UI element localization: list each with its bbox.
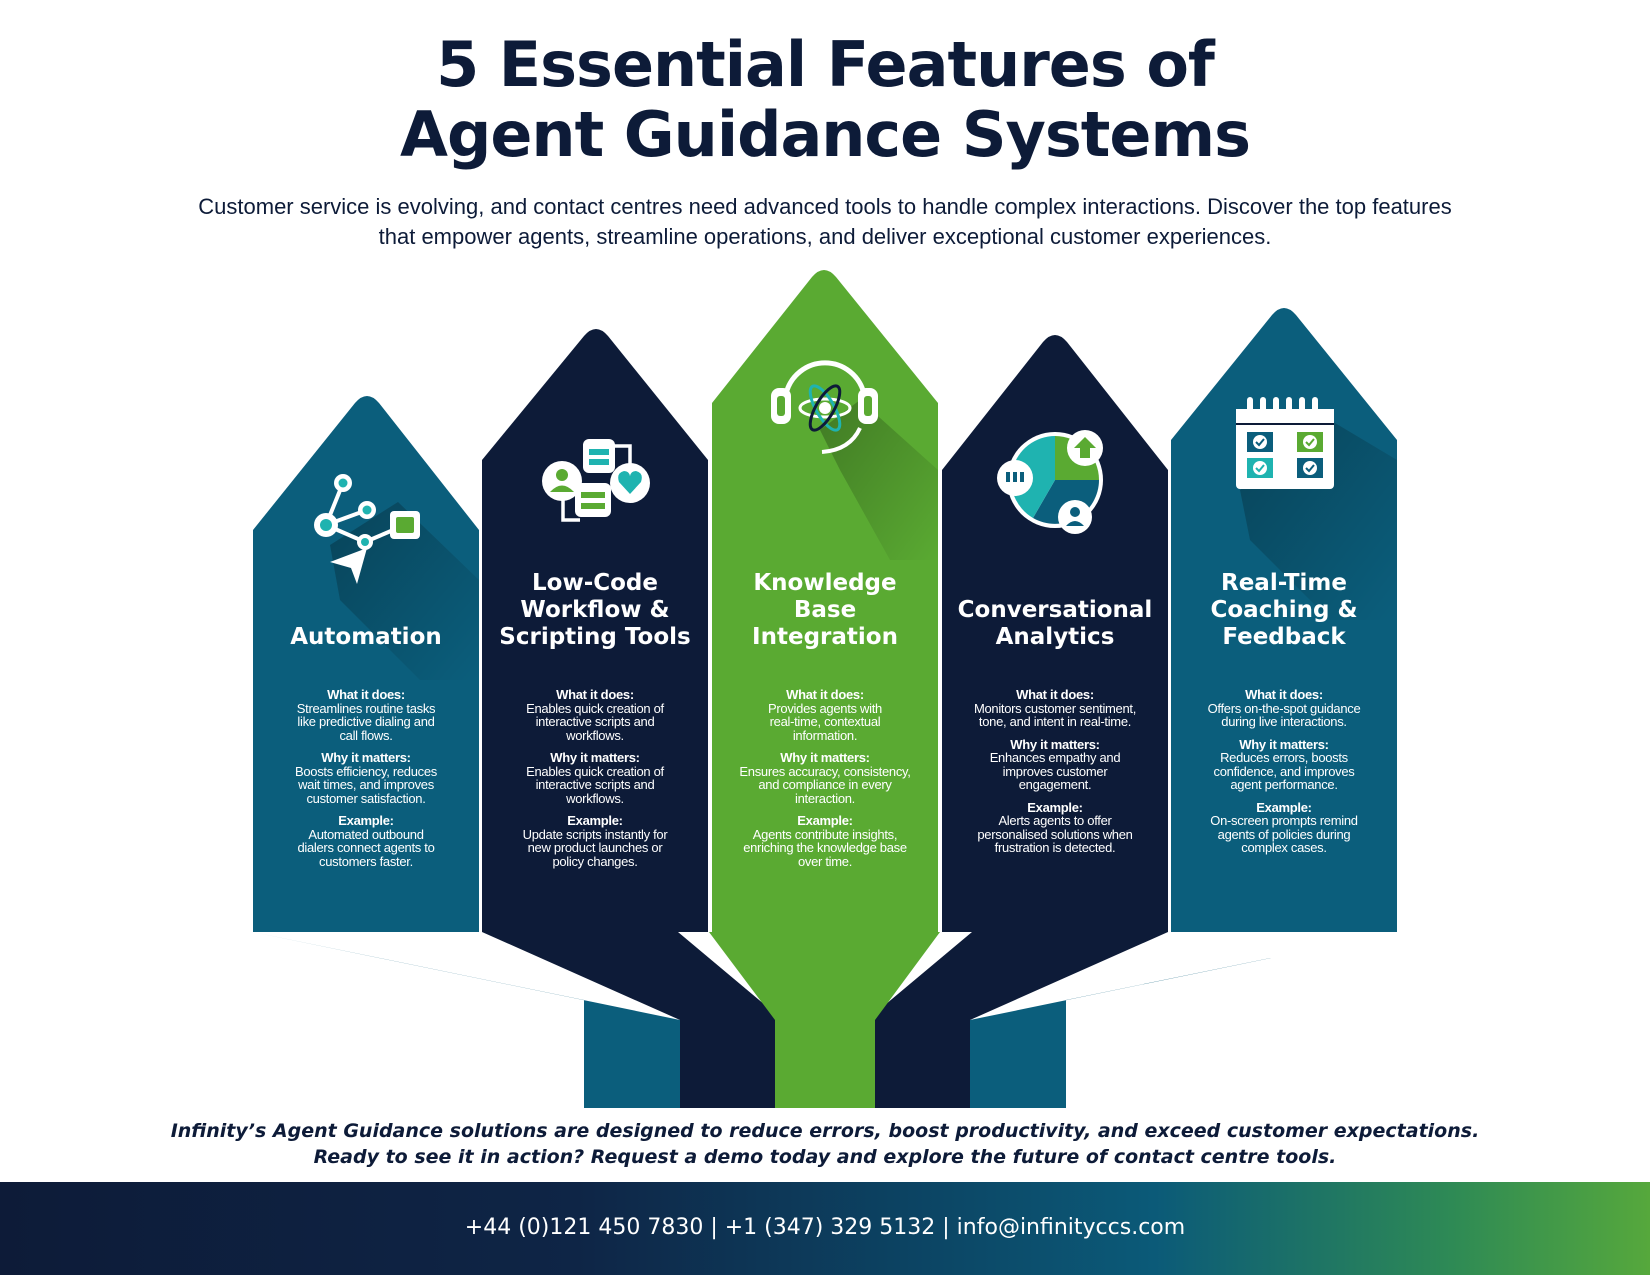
feature-description: What it does: Monitors customer sentimen… (973, 687, 1137, 855)
intro-line-2: that empower agents, streamline operatio… (378, 224, 1272, 249)
feature-arrow-lowcode (482, 329, 708, 932)
feature-title: Real-Time Coaching & Feedback (1210, 570, 1358, 650)
intro-text: Customer service is evolving, and contac… (120, 192, 1530, 252)
closing-line-1: Infinity’s Agent Guidance solutions are … (170, 1120, 1480, 1142)
calendar-check-icon (1236, 397, 1334, 489)
pie-analytics-icon (997, 430, 1103, 534)
feature-title: Low-Code Workflow & Scripting Tools (499, 570, 691, 650)
feature-title: Automation (290, 624, 442, 650)
intro-line-1: Customer service is evolving, and contac… (198, 194, 1452, 219)
contact-info[interactable]: +44 (0)121 450 7830 | +1 (347) 329 5132 … (464, 1215, 1186, 1240)
funnel-base (253, 932, 1397, 1108)
page-title: 5 Essential Features of Agent Guidance S… (0, 30, 1650, 170)
feature-title: Knowledge Base Integration (752, 570, 898, 650)
title-line-1: 5 Essential Features of (436, 28, 1215, 101)
network-cursor-icon (314, 474, 420, 584)
closing-text: Infinity’s Agent Guidance solutions are … (0, 1118, 1650, 1170)
workflow-icon (542, 439, 650, 522)
title-line-2: Agent Guidance Systems (400, 98, 1251, 171)
headset-atom-icon (771, 360, 878, 454)
closing-line-2: Ready to see it in action? Request a dem… (313, 1146, 1337, 1168)
feature-arrows-graphic (253, 270, 1397, 1108)
feature-description: What it does: Offers on-the-spot guidanc… (1207, 687, 1361, 855)
feature-title: Conversational Analytics (957, 597, 1153, 650)
footer-bar: +44 (0)121 450 7830 | +1 (347) 329 5132 … (0, 1182, 1650, 1275)
